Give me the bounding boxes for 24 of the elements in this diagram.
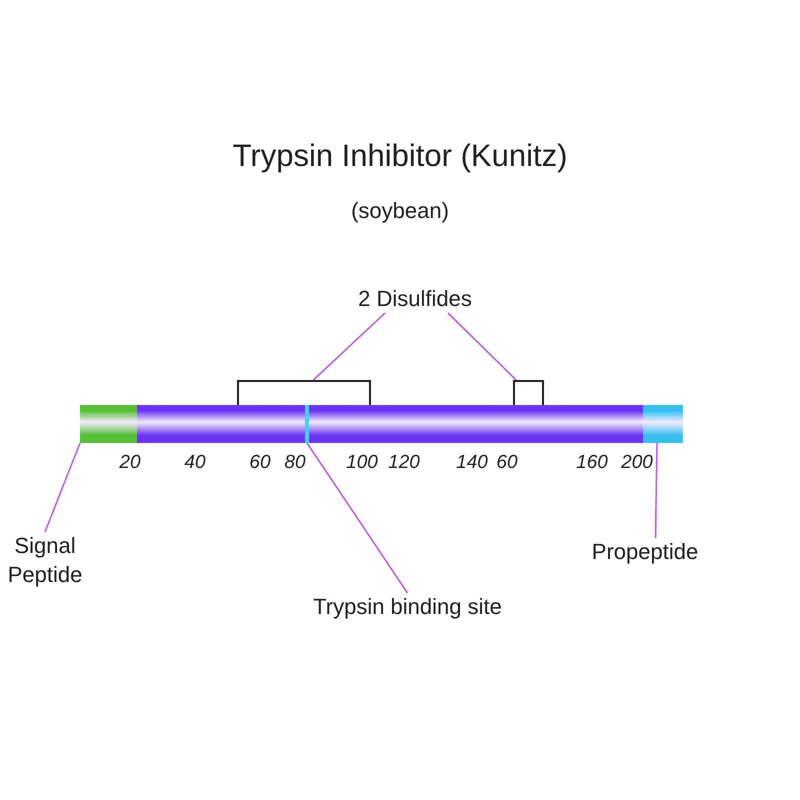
disulfide-bracket: [237, 380, 371, 405]
protein-chain-segment: [137, 405, 643, 443]
leader-line: [306, 442, 408, 594]
disulfide-bracket: [513, 380, 544, 405]
axis-tick-label: 100: [345, 452, 379, 474]
binding-site-mark: [305, 405, 309, 443]
leader-line: [312, 312, 386, 381]
subtitle: (soybean): [350, 198, 450, 224]
axis-tick-label: 120: [387, 452, 421, 474]
signal-peptide-segment: [80, 405, 137, 443]
propeptide-segment: [643, 405, 683, 443]
callout-label: 2 Disulfides: [340, 285, 490, 313]
axis-tick-label: 140: [455, 452, 489, 474]
axis-tick-label: 20: [118, 452, 142, 474]
callout-label: Trypsin binding site: [305, 593, 510, 655]
callout-label: Signal Peptide: [0, 532, 90, 594]
leader-line: [44, 442, 81, 532]
callout-label: Propeptide: [570, 538, 720, 568]
axis-tick-label: 40: [183, 452, 207, 474]
axis-tick-label: 160: [575, 452, 609, 474]
leader-line: [654, 442, 658, 538]
leader-line: [447, 312, 517, 381]
title: Trypsin Inhibitor (Kunitz): [232, 138, 568, 174]
axis-tick-label: 200: [620, 452, 654, 474]
